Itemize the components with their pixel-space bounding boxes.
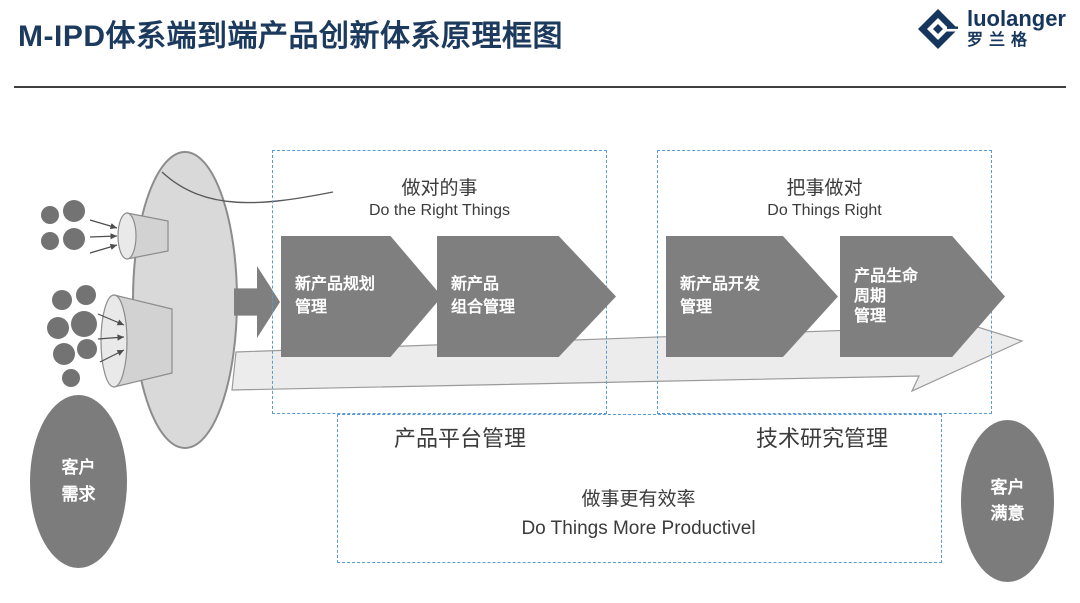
- step-label-line: 组合管理: [451, 298, 516, 316]
- customer-satisfaction-ellipse: 客户 满意: [961, 420, 1054, 582]
- funnel-top-icon: [117, 212, 169, 260]
- logo-subtext: 罗兰格: [966, 31, 1033, 49]
- step-label-line: 管理: [295, 298, 328, 316]
- technology-research-label: 技术研究管理: [755, 426, 888, 451]
- header-divider: [14, 86, 1066, 88]
- connector-curve: [161, 171, 334, 204]
- group-right-title-cn: 把事做对: [786, 178, 863, 199]
- funnel-bottom-icon: [100, 294, 173, 388]
- step-label-line: 新产品开发: [680, 276, 761, 294]
- input-dots-top: [41, 200, 85, 250]
- step-label-line: 周期: [854, 287, 887, 305]
- page-title: M-IPD体系端到端产品创新体系原理框图: [18, 20, 563, 53]
- step-label-line: 新产品规划: [295, 276, 376, 294]
- customer-needs-ellipse: 客户 需求: [30, 395, 127, 568]
- productivity-slogan: 做事更有效率 Do Things More Productivel: [337, 486, 940, 543]
- customer-needs-line: 需求: [61, 484, 96, 504]
- step-label-line: 管理: [680, 298, 713, 316]
- group-box-do-things-right: 把事做对 Do Things Right: [657, 150, 992, 414]
- input-dots-bottom: [47, 285, 97, 387]
- logo-text-block: luolanger 罗兰格: [967, 7, 1066, 50]
- step-label-line: 新产品: [451, 276, 500, 294]
- logo: luolanger 罗兰格: [916, 7, 1066, 51]
- productivity-title-cn: 做事更有效率: [581, 489, 696, 510]
- group-left-title-en: Do the Right Things: [368, 202, 511, 219]
- customer-satisfaction-line: 客户: [990, 477, 1025, 497]
- funnel-disc: [132, 151, 238, 449]
- step-label-line: 产品生命: [854, 267, 919, 285]
- productivity-title-en: Do Things More Productivel: [521, 517, 756, 539]
- logo-diamond-icon: [917, 9, 958, 49]
- group-box-do-right-things: 做对的事 Do the Right Things: [272, 150, 607, 414]
- customer-satisfaction-line: 满意: [990, 504, 1025, 523]
- platform-management-label: 产品平台管理: [393, 426, 526, 451]
- group-box-productivity: [337, 414, 942, 563]
- input-arrows: [89, 219, 125, 363]
- customer-needs-line: 客户: [61, 458, 96, 478]
- group-left-title-cn: 做对的事: [401, 178, 478, 199]
- logo-text: luolanger: [966, 6, 1066, 32]
- group-right-title-en: Do Things Right: [767, 202, 882, 219]
- step-label-line: 管理: [854, 307, 887, 325]
